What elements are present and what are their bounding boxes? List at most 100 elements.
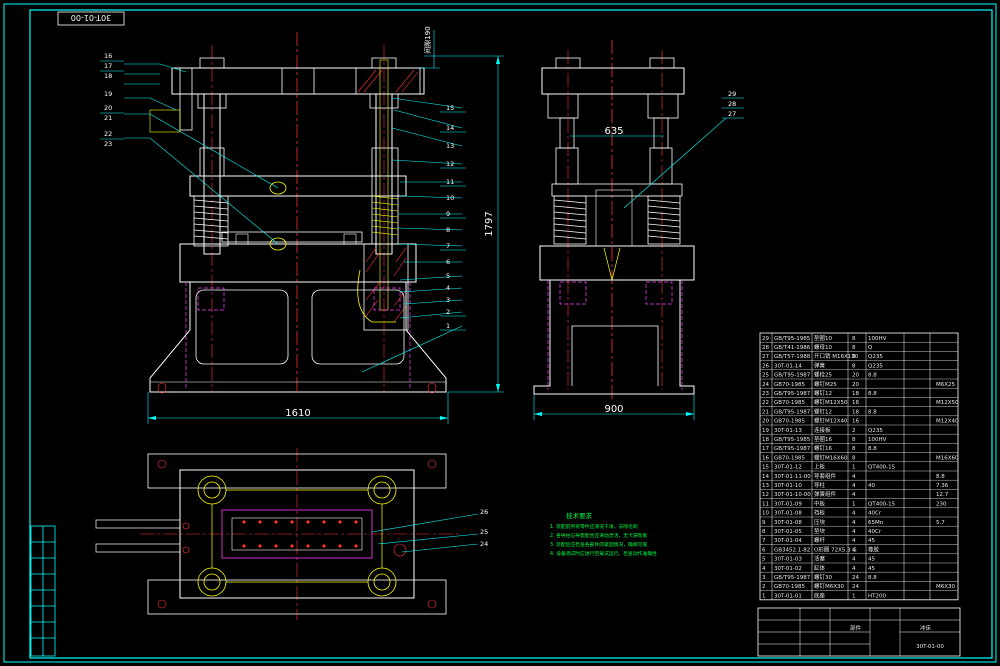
tech-req-item-1: 1. 装配前所有零件应清洗干净，去除毛刺 — [550, 523, 638, 530]
bom-cell: 8 — [852, 336, 856, 342]
bom-cell: 1 — [852, 593, 856, 599]
balloon-24: 24 — [480, 540, 488, 548]
bom-cell: 螺钉12 — [814, 407, 832, 415]
bom-cell: 25 — [762, 373, 769, 379]
balloon-19: 19 — [104, 90, 112, 98]
bom-cell: 螺钉M12X40 — [814, 417, 848, 425]
bom-cell: 24 — [852, 584, 859, 590]
bom-cell: 30T-01-03 — [774, 557, 802, 563]
bom-cell: 5 — [762, 557, 766, 563]
bom-cell: GB70-1985 — [774, 419, 806, 425]
balloon-16: 16 — [104, 52, 112, 60]
bom-cell: 导套组件 — [814, 472, 837, 480]
bom-cell: 6 — [762, 547, 766, 553]
bom-cell: 9 — [762, 520, 766, 526]
middle-plate — [189, 175, 407, 197]
bom-cell: 30T-01-12 — [774, 465, 802, 471]
bom-cell: 螺栓25 — [814, 371, 832, 379]
bom-cell: 垫圈10 — [814, 334, 832, 342]
bom-cell: 18 — [852, 409, 859, 415]
tech-req-item-2: 2. 各导柱与导套配合应滑动灵活，无卡滞现象 — [550, 532, 647, 539]
bom-cell: GB/T95-1987 — [774, 409, 811, 415]
bom-cell: 12.7 — [936, 492, 949, 498]
bom-cell: 弹簧 — [814, 361, 826, 369]
balloon-7: 7 — [446, 242, 450, 250]
bom-cell: 16 — [852, 419, 859, 425]
bom-cell: 20 — [852, 373, 859, 379]
bom-cell: 30T-01-11-00 — [774, 474, 811, 480]
bom-cell: Q235 — [868, 363, 883, 369]
balloon-23: 23 — [104, 140, 112, 148]
bom-cell: HT200 — [868, 593, 886, 599]
bom-cell: 螺母10 — [814, 343, 832, 351]
bom-cell: 8.8 — [868, 446, 877, 452]
bom-cell: 4 — [852, 557, 856, 563]
bom-cell: 45 — [868, 538, 875, 544]
bom-cell: 4 — [762, 566, 766, 572]
dimension-guide-span: 635 — [604, 126, 623, 137]
bom-cell: 7.36 — [936, 483, 949, 489]
bom-cell: 4 — [852, 474, 856, 480]
balloon-11: 11 — [446, 178, 454, 186]
dimension-top-clearance: 间隙190 — [423, 26, 432, 53]
bom-cell: 4 — [852, 483, 856, 489]
technical-requirements: 技术要求 1. 装配前所有零件应清洗干净，去除毛刺 2. 各导柱与导套配合应滑动… — [550, 511, 657, 557]
dimension-width-side: 900 — [604, 404, 623, 415]
bom-cell: 导柱 — [814, 481, 826, 489]
drawing-number-tag: 30T-01-00 — [57, 11, 125, 26]
bom-cell: 压块 — [814, 518, 826, 526]
bom-cell: 28 — [762, 345, 769, 351]
bom-cell: 30T-01-02 — [774, 566, 802, 572]
bom-cell: 弹簧组件 — [814, 490, 837, 498]
bom-cell: 23 — [762, 391, 769, 397]
bom-cell: GB70-1985 — [774, 455, 806, 461]
bom-cell: 2 — [852, 428, 856, 434]
bom-cell: 8.8 — [868, 575, 877, 581]
bom-cell: Q235 — [868, 428, 883, 434]
bom-cell: 3 — [762, 575, 766, 581]
bom-cell: 230 — [936, 501, 947, 507]
balloon-21: 21 — [104, 114, 112, 122]
bom-cell: 螺杆 — [814, 536, 826, 544]
balloon-1: 1 — [446, 322, 450, 330]
bom-cell: 8 — [852, 437, 856, 443]
binding-strip — [30, 525, 56, 657]
bom-cell: 30T-01-10 — [774, 483, 802, 489]
bom-cell: GB/T95-1987 — [774, 446, 811, 452]
bom-cell: 30T-01-05 — [774, 529, 802, 535]
bom-cell: 8.8 — [868, 391, 877, 397]
bom-cell: 4 — [852, 492, 856, 498]
bom-cell: 65Mn — [868, 520, 884, 526]
bom-cell: 20 — [852, 382, 859, 388]
bom-cell: M16X60 — [936, 455, 959, 461]
bom-cell: GB/T41-1986 — [774, 345, 811, 351]
bom-cell: M12X50 — [936, 400, 959, 406]
balloon-17: 17 — [104, 62, 112, 70]
bom-cell: 8 — [852, 363, 856, 369]
outer-frame — [3, 3, 997, 663]
bom-cell: M6X25 — [936, 382, 956, 388]
bom-cell: GB/T95-1987 — [774, 575, 811, 581]
balloon-5: 5 — [446, 272, 450, 280]
bom-cell: 45 — [868, 566, 875, 572]
balloon-25: 25 — [480, 528, 488, 536]
bom-cell: 14 — [762, 474, 769, 480]
bom-cell: 12 — [762, 492, 769, 498]
bom-cell: 7 — [762, 538, 766, 544]
bom-cell: Q — [868, 345, 873, 351]
balloon-10: 10 — [446, 194, 454, 202]
bom-cell: 垫圈16 — [814, 435, 832, 443]
bom-cell: M12X40 — [936, 419, 959, 425]
bom-cell: 24 — [762, 382, 769, 388]
bom-cell: 1 — [762, 593, 766, 599]
bom-cell: 8.8 — [868, 373, 877, 379]
bom-cell: 8.8 — [868, 409, 877, 415]
title-block: 部件 冲床 30T-01-00 — [757, 607, 961, 657]
bom-cell: 29 — [762, 336, 769, 342]
bom-cell: 螺钉M12X50 — [814, 398, 848, 406]
balloon-27: 27 — [728, 110, 736, 118]
bom-cell: 10 — [762, 511, 769, 517]
title-block-number: 30T-01-00 — [916, 644, 944, 650]
title-block-name: 冲床 — [920, 624, 932, 632]
bom-cell: 1 — [852, 465, 856, 471]
